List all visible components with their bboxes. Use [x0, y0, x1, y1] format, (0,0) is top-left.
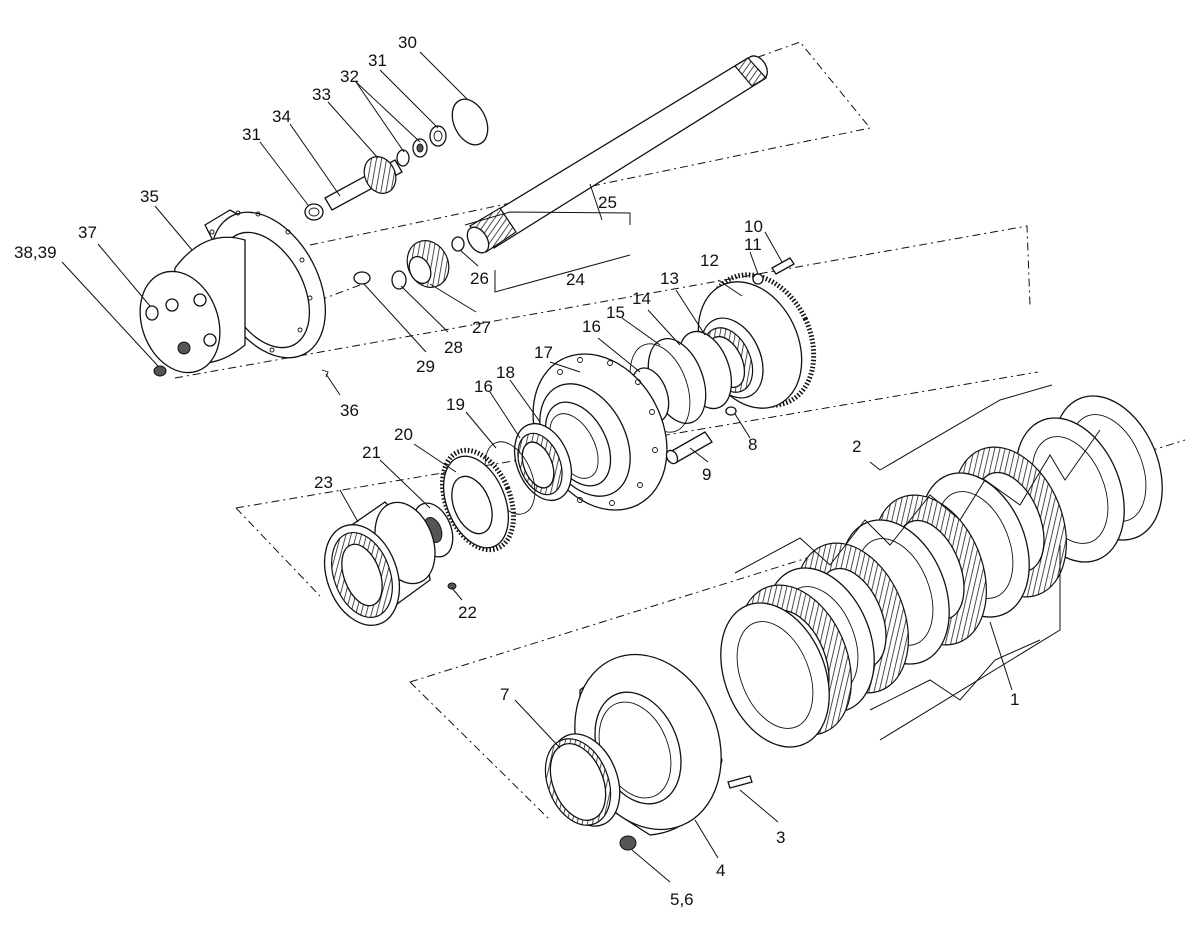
bolt-10	[771, 257, 795, 275]
label-2: 2	[852, 437, 861, 456]
label-21: 21	[362, 443, 381, 462]
plug-37	[145, 305, 159, 321]
seal-rings-7	[544, 733, 621, 827]
label-23: 23	[314, 473, 333, 492]
label-24: 24	[566, 270, 585, 289]
label-16a: 16	[582, 317, 601, 336]
label-33: 33	[312, 85, 331, 104]
pin-3	[727, 775, 753, 789]
bolt-22	[447, 582, 457, 590]
label-4: 4	[716, 861, 725, 880]
label-7: 7	[500, 685, 509, 704]
label-10: 10	[744, 217, 763, 236]
label-28: 28	[444, 338, 463, 357]
label-38-39: 38,39	[14, 243, 57, 262]
label-26: 26	[470, 269, 489, 288]
label-3: 3	[776, 828, 785, 847]
plug-8	[725, 406, 737, 416]
nut-11	[752, 273, 764, 285]
label-32: 32	[340, 67, 359, 86]
label-11: 11	[744, 235, 762, 254]
label-31a: 31	[368, 51, 387, 70]
assembly-axis-lines	[159, 41, 1186, 821]
label-1: 1	[1010, 690, 1019, 709]
label-27: 27	[472, 318, 491, 337]
planet-gear-group	[353, 236, 465, 290]
callout-labels: 1 2 3 4 5,6 7 8 9 10 11 12 13 14 15 16 1…	[14, 33, 1019, 909]
snap-ring-30	[451, 98, 489, 146]
label-14: 14	[632, 289, 651, 308]
bearing-18-19	[484, 423, 573, 515]
label-16b: 16	[474, 377, 493, 396]
plug-5-6	[619, 835, 637, 851]
gear-20	[412, 447, 516, 590]
label-20: 20	[394, 425, 413, 444]
label-13: 13	[660, 269, 679, 288]
label-12: 12	[700, 251, 719, 270]
bracket-lines	[464, 211, 1101, 741]
label-31b: 31	[242, 125, 261, 144]
washer-28	[391, 270, 407, 290]
label-36: 36	[340, 401, 359, 420]
label-22: 22	[458, 603, 477, 622]
leader-lines	[61, 51, 1013, 883]
label-19: 19	[446, 395, 465, 414]
label-15: 15	[606, 303, 625, 322]
label-17: 17	[534, 343, 553, 362]
label-37: 37	[78, 223, 97, 242]
housing-35	[139, 209, 329, 378]
label-25: 25	[598, 193, 617, 212]
label-9: 9	[702, 465, 711, 484]
ring-gear-23	[323, 501, 436, 626]
label-34: 34	[272, 107, 291, 126]
screw-38-39	[153, 365, 167, 377]
washer-26	[451, 236, 465, 252]
label-29: 29	[416, 357, 435, 376]
shaft-25	[466, 55, 768, 254]
label-8: 8	[748, 435, 757, 454]
small-shaft-assembly	[304, 98, 489, 221]
label-30: 30	[398, 33, 417, 52]
label-5-6: 5,6	[670, 890, 694, 909]
label-35: 35	[140, 187, 159, 206]
label-18: 18	[496, 363, 515, 382]
pin-29	[353, 271, 371, 285]
clutch-disc-pack	[720, 395, 1163, 748]
